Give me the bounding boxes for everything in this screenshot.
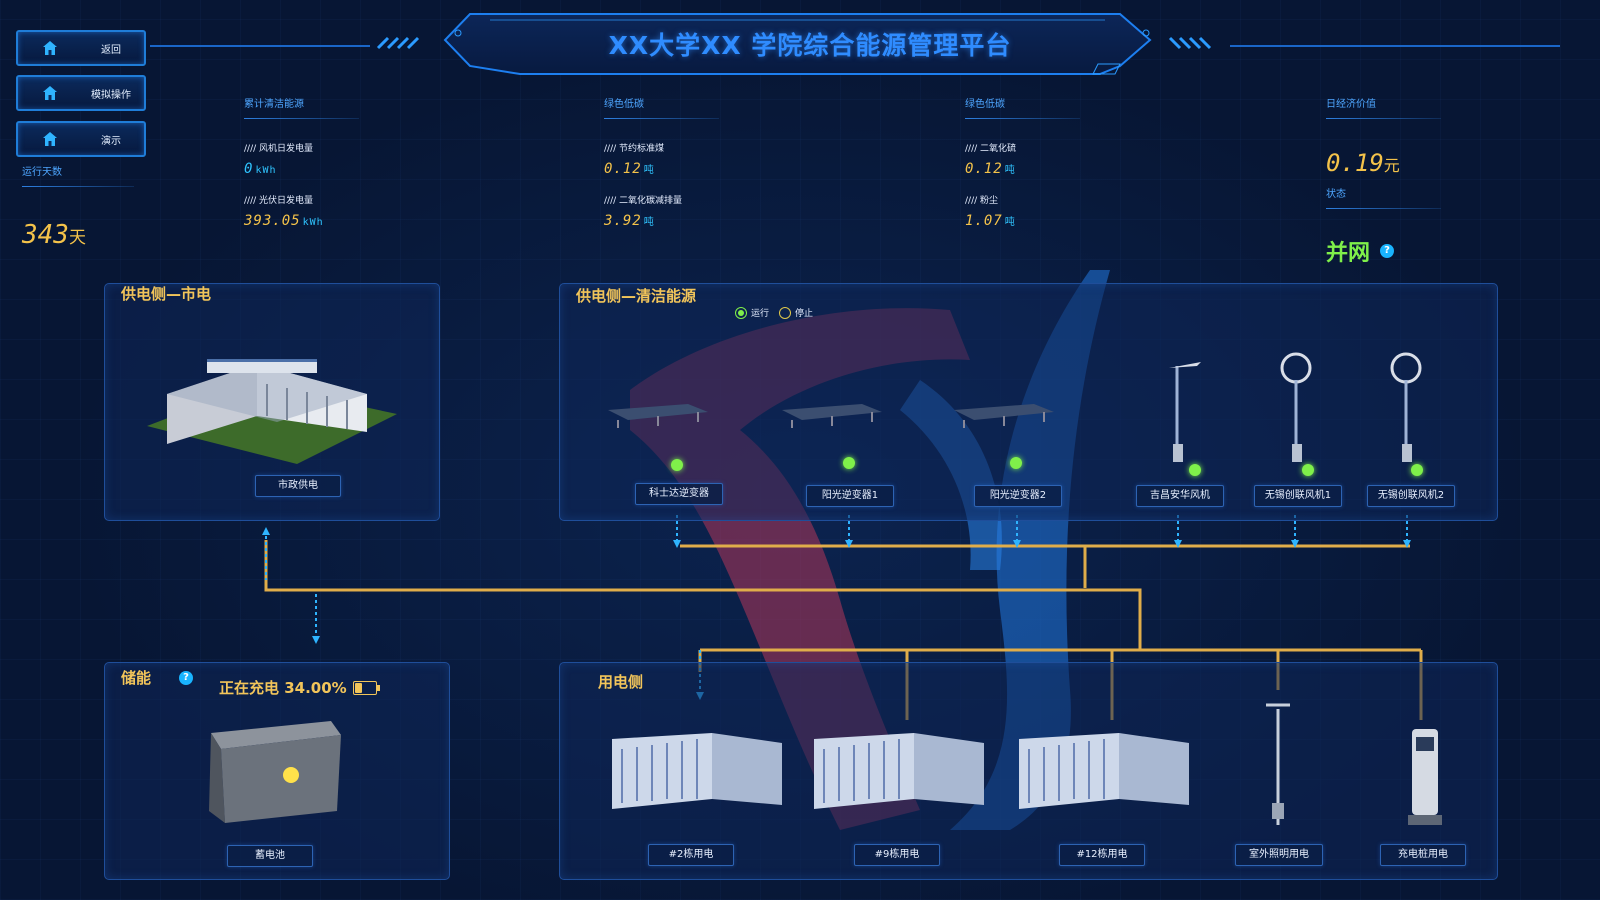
tag-charging-pile-load[interactable]: 充电桩用电 xyxy=(1380,844,1466,866)
street-light-illustration xyxy=(1266,703,1290,825)
tag-building-9-load[interactable]: #9栋用电 xyxy=(854,844,940,866)
panel-title: 供电侧—清洁能源 xyxy=(576,287,697,305)
radio-stop-icon xyxy=(779,306,792,319)
wind-turbine-illustration xyxy=(1169,362,1201,462)
battery-illustration xyxy=(209,721,341,823)
tag-outdoor-lighting-load[interactable]: 室外照明用电 xyxy=(1235,844,1323,866)
status-dot-running xyxy=(1189,464,1201,476)
stat-heading: 累计清洁能源 xyxy=(244,99,304,110)
tag-municipal-supply[interactable]: 市政供电 xyxy=(255,475,341,497)
page-title: XX大学XX 学院综合能源管理平台 xyxy=(608,31,1012,60)
simulate-button[interactable]: 模拟操作 xyxy=(16,75,146,111)
status-dot-running xyxy=(843,457,855,469)
solar-panel-illustration xyxy=(608,404,708,428)
wind-turbine-illustration xyxy=(1280,352,1312,462)
panel-title: 储能 xyxy=(121,669,152,687)
status-legend: 运行 停止 xyxy=(735,306,813,319)
home-icon xyxy=(43,132,57,146)
home-icon xyxy=(43,86,57,100)
solar-panel-illustration xyxy=(954,404,1054,428)
run-days-number: 343 xyxy=(22,220,69,250)
stat-heading: 日经济价值 xyxy=(1326,99,1376,110)
dormitory-illustration xyxy=(612,733,782,809)
economy-value: 0.19元 xyxy=(1326,149,1400,177)
tag-sungrow-inverter-2[interactable]: 阳光逆变器2 xyxy=(974,485,1062,507)
legend-run-label: 运行 xyxy=(751,309,770,319)
header-frame xyxy=(150,13,1560,75)
panel-load: 用电侧 #2栋用电 #9栋用电 #12栋用电 室外照明用电 充电桩用电 xyxy=(559,662,1498,880)
demo-button-label: 演示 xyxy=(101,135,121,147)
help-icon[interactable]: ? xyxy=(1380,244,1395,258)
divider xyxy=(1326,208,1441,209)
panel-title: 供电侧—市电 xyxy=(121,285,212,303)
charging-pile-illustration xyxy=(1408,729,1442,825)
stat-heading: 绿色低碳 xyxy=(604,99,644,110)
status-value: 并网 xyxy=(1326,241,1371,266)
stat-label: //// 节约标准煤 xyxy=(604,144,664,154)
stat-label: //// 光伏日发电量 xyxy=(244,196,313,206)
panel-grid-supply: 供电侧—市电 市政供电 xyxy=(104,283,440,521)
simulate-button-label: 模拟操作 xyxy=(91,89,131,101)
divider xyxy=(965,118,1080,119)
help-icon[interactable]: ? xyxy=(179,670,194,685)
status-dot-running xyxy=(1411,464,1423,476)
panel-storage: 储能 ? 正在充电 34.00% 蓄电池 xyxy=(104,662,450,880)
run-days-label: 运行天数 xyxy=(22,167,62,178)
dormitory-illustration xyxy=(1019,733,1189,809)
stat-economy: 日经济价值 0.19元 状态 并网 ? xyxy=(1326,95,1446,267)
demo-button[interactable]: 演示 xyxy=(16,121,146,157)
storage-title-row: 储能 ? xyxy=(121,667,194,688)
divider xyxy=(1326,118,1441,119)
divider xyxy=(244,118,359,119)
legend-stop-label: 停止 xyxy=(795,309,814,319)
wind-turbine-illustration xyxy=(1390,352,1422,462)
tag-wind-turbine-1[interactable]: 无锡创联风机1 xyxy=(1254,485,1342,507)
stat-label: //// 粉尘 xyxy=(965,196,998,206)
back-button-label: 返回 xyxy=(101,44,121,56)
tag-wind-turbine-2[interactable]: 无锡创联风机2 xyxy=(1367,485,1455,507)
stat-label: //// 风机日发电量 xyxy=(244,144,313,154)
tag-wind-turbine-jichang[interactable]: 吉昌安华风机 xyxy=(1136,485,1224,507)
tag-kstar-inverter[interactable]: 科士达逆变器 xyxy=(635,483,723,505)
divider xyxy=(604,118,719,119)
status-row: 并网 ? xyxy=(1326,235,1446,267)
building-illustration xyxy=(147,359,397,464)
panel-clean-energy: 供电侧—清洁能源 运行 停止 科士达逆变器 阳光逆变器1 阳光逆变器2 吉昌安华… xyxy=(559,283,1498,521)
radio-run-icon xyxy=(735,306,747,319)
dormitory-illustration xyxy=(814,733,984,809)
tag-building-12-load[interactable]: #12栋用电 xyxy=(1059,844,1145,866)
stat-heading: 绿色低碳 xyxy=(965,99,1005,110)
divider xyxy=(22,186,134,187)
tag-battery[interactable]: 蓄电池 xyxy=(227,845,313,867)
run-days-unit: 天 xyxy=(68,228,86,248)
status-dot-running xyxy=(1302,464,1314,476)
run-days-value: 343天 xyxy=(22,220,86,250)
back-button[interactable]: 返回 xyxy=(16,30,146,66)
charge-text: 正在充电 34.00% xyxy=(219,679,347,697)
home-icon xyxy=(43,41,57,55)
battery-icon xyxy=(352,680,380,695)
solar-panel-illustration xyxy=(782,404,882,428)
tag-building-2-load[interactable]: #2栋用电 xyxy=(648,844,734,866)
status-dot-running xyxy=(1010,457,1022,469)
stat-label: //// 二氧化碳减排量 xyxy=(604,196,682,206)
stat-label: //// 二氧化硫 xyxy=(965,144,1016,154)
panel-title: 用电侧 xyxy=(598,673,644,691)
status-dot-running xyxy=(671,459,683,471)
status-label: 状态 xyxy=(1326,189,1346,200)
charge-status: 正在充电 34.00% xyxy=(219,677,380,698)
tag-sungrow-inverter-1[interactable]: 阳光逆变器1 xyxy=(806,485,894,507)
